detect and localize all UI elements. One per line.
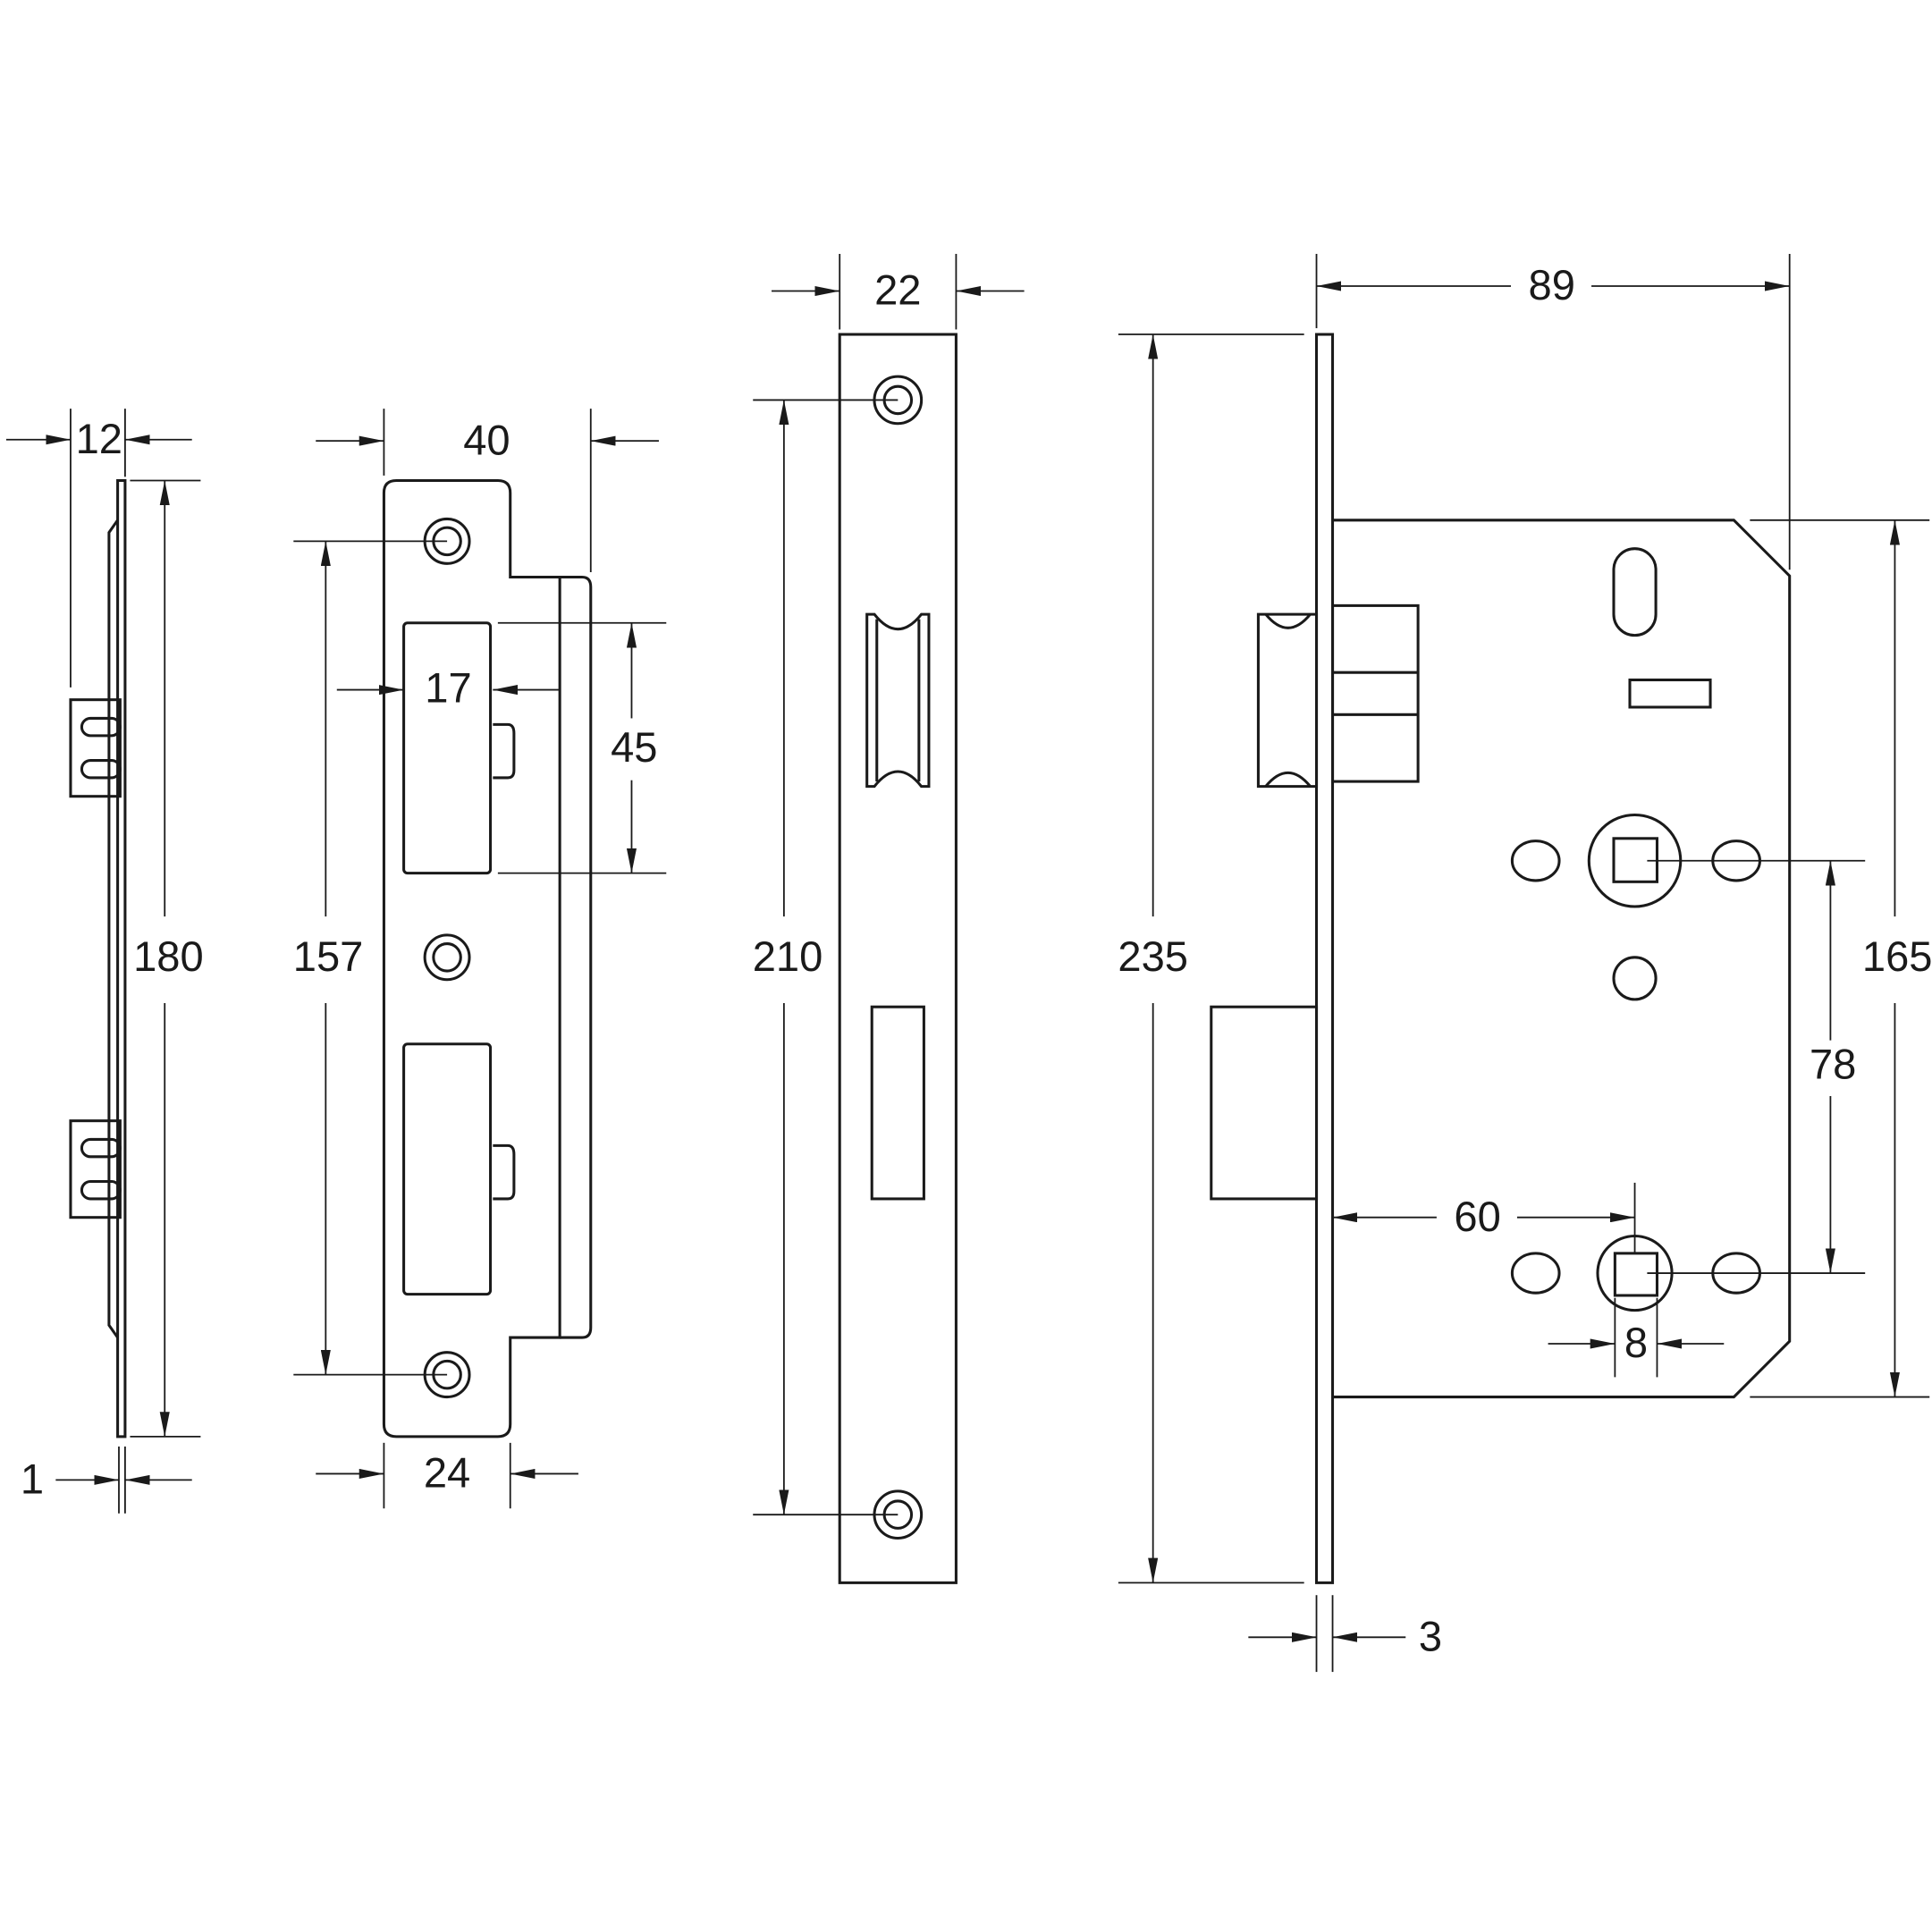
dim-case-depth: 89 (1315, 253, 1791, 570)
dim-label: 8 (1624, 1319, 1648, 1366)
dim-forend-fixing-centres: 210 (753, 399, 899, 1516)
dim-label: 235 (1118, 932, 1188, 980)
dim-label: 78 (1810, 1041, 1856, 1088)
forend-plate-front-view (838, 333, 958, 1584)
dim-strike-opening-width: 17 (336, 663, 561, 711)
dim-label: 40 (463, 416, 510, 463)
dim-strike-fixing-centres: 157 (293, 540, 448, 1376)
dim-strike-opening-height: 45 (497, 621, 667, 874)
strike-plate-front-view (382, 478, 593, 1438)
dim-label: 1 (21, 1455, 44, 1503)
dim-label: 180 (133, 932, 204, 980)
dim-label: 22 (874, 266, 921, 314)
dim-spindle: 8 (1548, 1297, 1725, 1378)
dim-label: 165 (1862, 932, 1932, 980)
dim-label: 157 (293, 932, 364, 980)
dim-label: 17 (425, 663, 471, 711)
dim-backset: 60 (1332, 1182, 1636, 1253)
dim-strike-lip-width: 24 (316, 1442, 578, 1509)
dim-label: 12 (76, 415, 122, 462)
dim-label: 45 (611, 723, 657, 771)
dim-forend-thickness: 3 (1248, 1595, 1442, 1673)
dim-label: 24 (424, 1449, 470, 1497)
dim-label: 210 (753, 932, 823, 980)
strike-plate-side-view (69, 478, 127, 1438)
dim-label: 89 (1529, 261, 1575, 308)
keyhole-icon (1612, 547, 1658, 637)
dim-strike-width: 40 (316, 409, 659, 572)
dim-strike-height: 180 (130, 479, 204, 1438)
dim-forend-width: 22 (772, 253, 1025, 330)
dim-label: 3 (1419, 1613, 1442, 1660)
dim-centres: 78 (1647, 859, 1866, 1274)
dim-case-height: 165 (1750, 519, 1932, 1398)
dim-strike-thickness: 1 (21, 1446, 192, 1514)
dim-strike-depth: 12 (5, 409, 192, 688)
dim-forend-height: 235 (1118, 333, 1304, 1584)
lock-body-side-view (1210, 333, 1792, 1584)
dim-label: 60 (1454, 1193, 1500, 1240)
